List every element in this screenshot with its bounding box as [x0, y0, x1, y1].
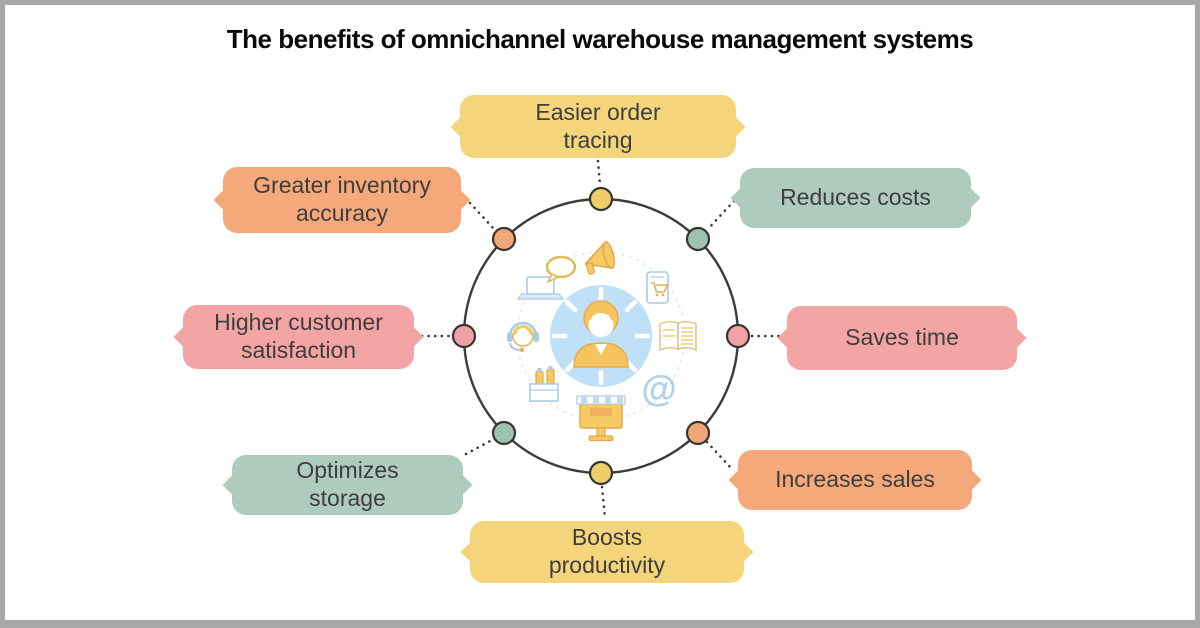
dot-bottom-right-orange [685, 420, 711, 446]
dot-right-pink [725, 323, 751, 349]
connector-bottom-left [464, 438, 494, 456]
connector-top-left [468, 201, 496, 231]
benefit-label: Boosts productivity [548, 524, 666, 578]
open-book-icon [659, 321, 697, 352]
benefit-box-boosts-productivity: Boosts productivity [470, 521, 744, 583]
dot-top-right-green [685, 226, 711, 252]
megaphone-icon [584, 241, 615, 275]
benefit-box-greater-inventory-accuracy: Greater inventory accuracy [223, 167, 461, 233]
connector-top [596, 159, 602, 187]
benefit-label: Saves time [845, 324, 959, 351]
person-icon [573, 300, 629, 368]
benefit-label: Increases sales [775, 466, 935, 493]
benefit-box-increases-sales: Increases sales [738, 450, 972, 510]
dot-bottom-yellow [588, 460, 614, 486]
benefit-box-easier-order-tracing: Easier order tracing [460, 95, 736, 158]
connector-bottom-right [705, 440, 733, 470]
shopping-bags-icon [529, 366, 559, 402]
page-title: The benefits of omnichannel warehouse ma… [226, 24, 974, 54]
storefront-icon [576, 395, 626, 442]
headset-agent-icon [507, 321, 539, 353]
phone-cart-icon [646, 271, 669, 304]
connector-bottom [600, 485, 607, 520]
dot-top-yellow [588, 186, 614, 212]
benefit-label: Easier order tracing [535, 98, 661, 153]
circle-dots [451, 186, 751, 486]
dot-left-pink [451, 323, 477, 349]
benefit-label: Higher customer satisfaction [214, 309, 383, 363]
at-sign-icon: @ [641, 368, 676, 409]
laptop-chat-icon [516, 255, 577, 300]
benefit-box-higher-customer-satisfaction: Higher customer satisfaction [183, 305, 414, 369]
dot-top-left-orange [491, 226, 517, 252]
benefit-box-optimizes-storage: Optimizes storage [232, 455, 463, 515]
benefit-label: Reduces costs [780, 184, 931, 211]
benefit-box-reduces-costs: Reduces costs [740, 168, 971, 228]
dotted-connectors [420, 159, 781, 520]
benefit-label: Optimizes storage [296, 457, 399, 511]
dot-bottom-left-green [491, 420, 517, 446]
connector-top-right [706, 199, 736, 231]
benefit-label: Greater inventory accuracy [253, 172, 431, 226]
benefit-box-saves-time: Saves time [787, 306, 1017, 370]
